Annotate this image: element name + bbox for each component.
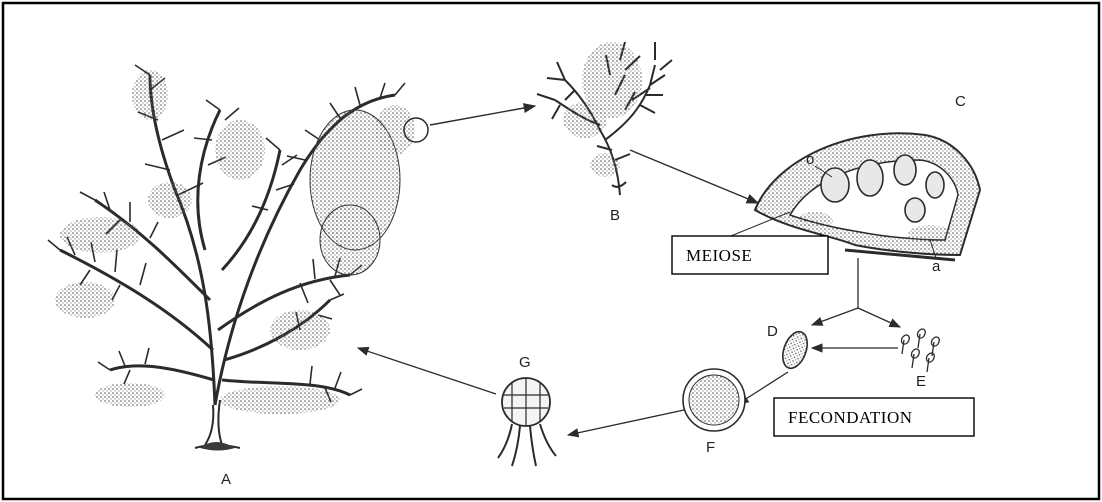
label-e: E xyxy=(916,373,926,390)
label-b: B xyxy=(610,207,620,224)
label-f: F xyxy=(706,439,715,456)
zygote-illustration xyxy=(683,369,745,431)
arrow-a-to-b xyxy=(430,106,535,125)
antherozoids-illustration xyxy=(902,329,940,372)
label-c: C xyxy=(955,93,966,110)
seaweed-thallus-illustration xyxy=(48,65,415,451)
branch-tip-texture xyxy=(563,42,642,177)
label-d: D xyxy=(767,323,778,340)
label-a-small: a xyxy=(932,258,941,275)
meiose-label: MEIOSE xyxy=(686,246,752,265)
fecondation-label: FECONDATION xyxy=(788,408,913,427)
oosphere-illustration xyxy=(778,328,812,371)
label-a: A xyxy=(221,471,231,488)
arrow-b-to-c xyxy=(630,150,758,203)
arrow-g-to-a xyxy=(358,348,496,394)
label-o: o xyxy=(806,151,814,168)
arrow-f-to-g xyxy=(568,410,684,435)
embryo-illustration xyxy=(498,378,556,466)
label-g: G xyxy=(519,354,531,371)
